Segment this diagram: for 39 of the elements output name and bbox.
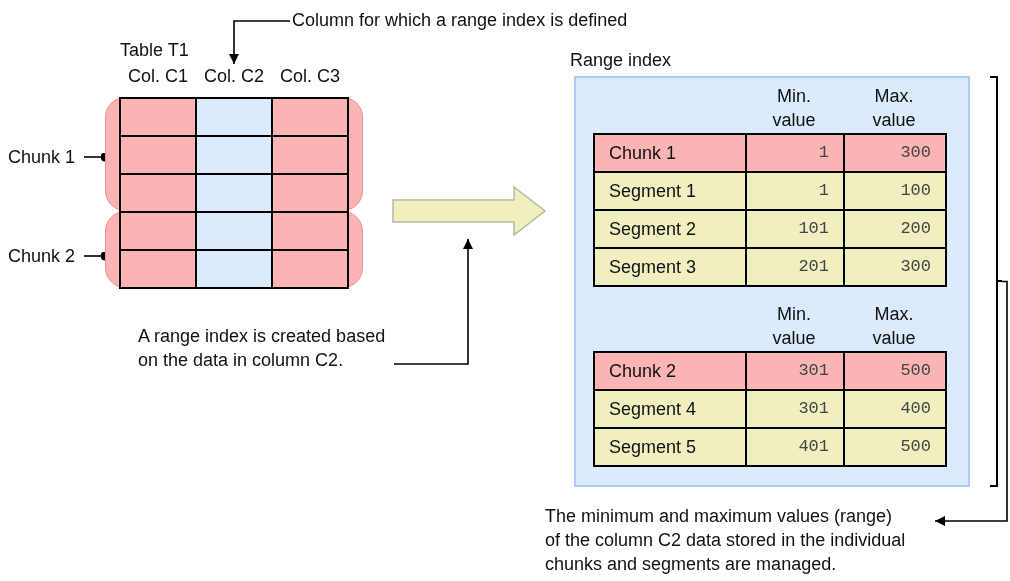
table-cell: 500 <box>843 351 947 391</box>
table-cell: 201 <box>745 247 845 287</box>
column-header: Min. value <box>771 303 817 350</box>
block-arrow <box>392 185 547 237</box>
table-cell: 401 <box>745 427 845 467</box>
table-cell: Chunk 2 <box>593 351 747 391</box>
column-header: Max. value <box>871 85 917 132</box>
table-cell: 1 <box>745 171 845 211</box>
table-cell: 301 <box>745 351 845 391</box>
table-title: Table T1 <box>120 39 189 62</box>
table-cell: 500 <box>843 427 947 467</box>
table-cell: 1 <box>745 133 845 173</box>
table-cell: 101 <box>745 209 845 249</box>
column-header: Col. C3 <box>272 64 348 90</box>
chunk-label: Chunk 2 <box>8 244 80 268</box>
arrow <box>393 238 473 365</box>
column-header: Max. value <box>871 303 917 350</box>
arrow <box>229 20 291 65</box>
table-cell: 200 <box>843 209 947 249</box>
table-cell: Segment 2 <box>593 209 747 249</box>
callout-text: A range index is created based on the data in column C2. <box>138 324 394 378</box>
table-cell: Segment 3 <box>593 247 747 287</box>
table-cell: Chunk 1 <box>593 133 747 173</box>
callout-text: The minimum and maximum values (range) of the column C2 data stored in the individual chunks and segments are managed. <box>545 504 935 580</box>
table-cell: 301 <box>745 389 845 429</box>
column-header: Col. C2 <box>196 64 272 90</box>
table-cell: Segment 5 <box>593 427 747 467</box>
table-cell: 100 <box>843 171 947 211</box>
table-cell: Segment 1 <box>593 171 747 211</box>
column-header: Min. value <box>771 85 817 132</box>
table-cell: 400 <box>843 389 947 429</box>
table-cell: 300 <box>843 133 947 173</box>
table-cell: Segment 4 <box>593 389 747 429</box>
panel-title: Range index <box>570 49 672 72</box>
arrow <box>934 280 1008 526</box>
table-cell: 300 <box>843 247 947 287</box>
callout-text: Column for which a range index is defined <box>292 8 652 34</box>
chunk-label: Chunk 1 <box>8 145 80 169</box>
column-header: Col. C1 <box>120 64 196 90</box>
